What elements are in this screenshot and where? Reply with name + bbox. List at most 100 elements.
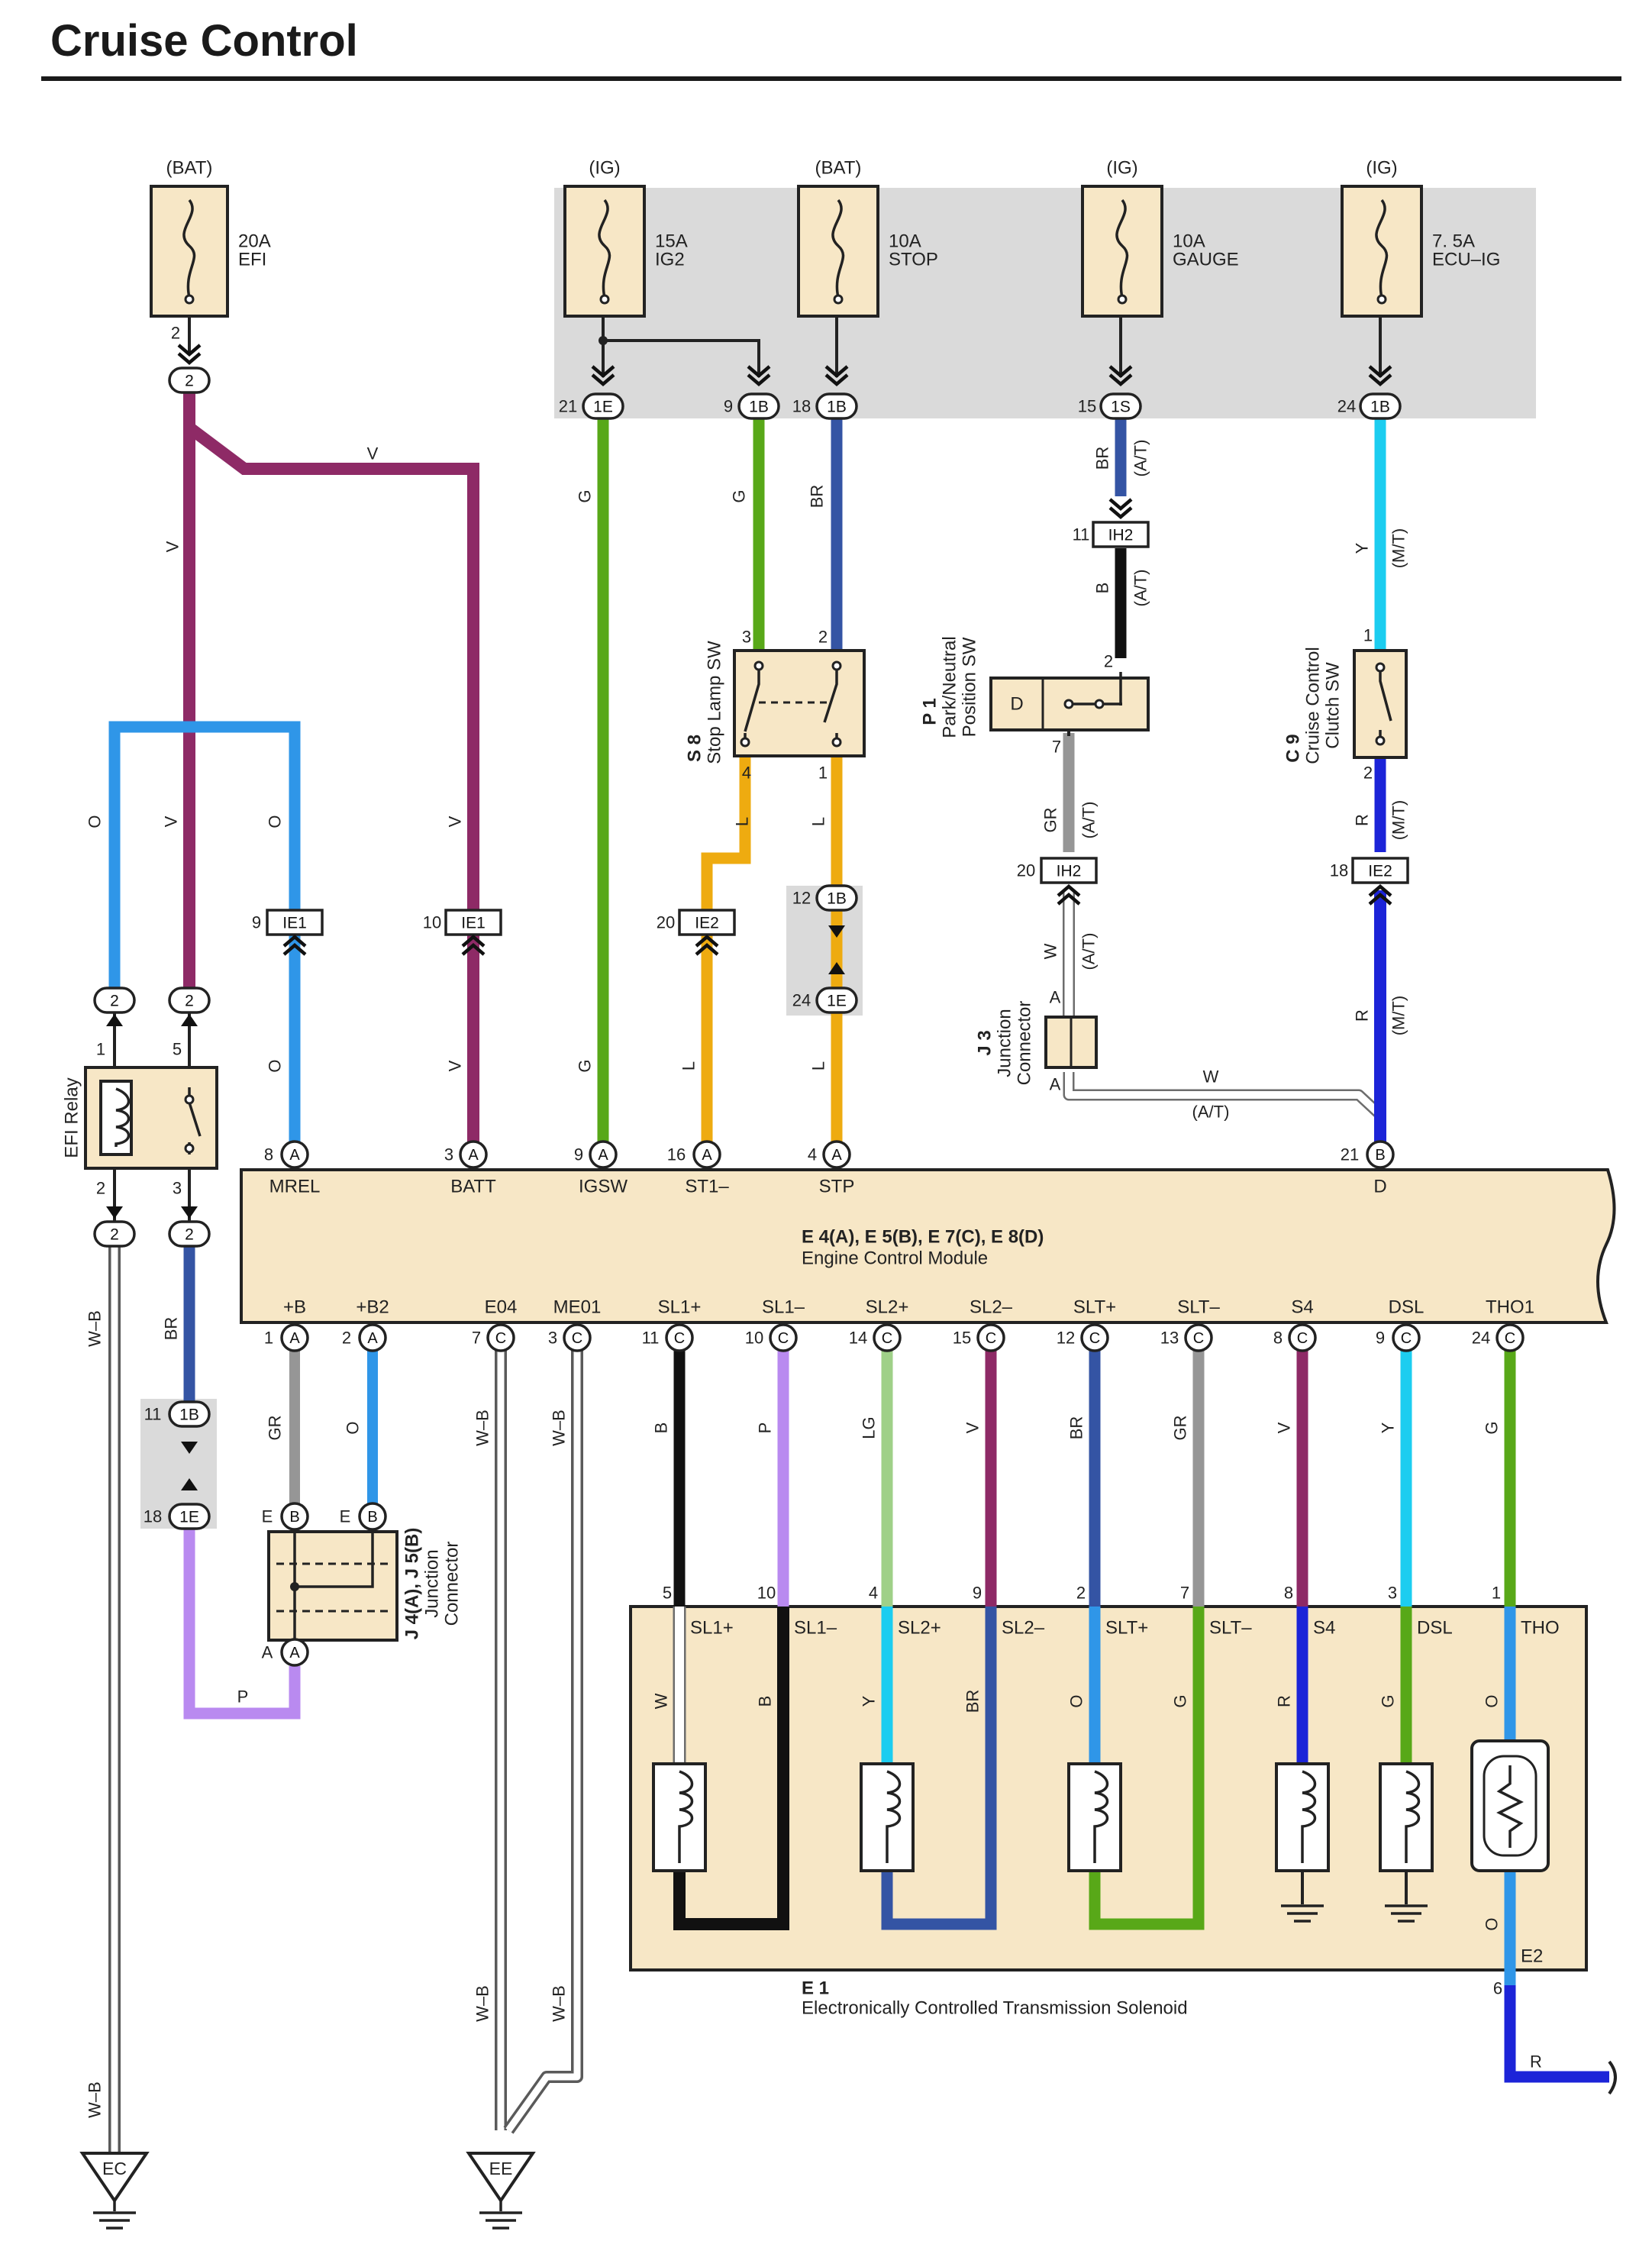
fuse-efi-amp: 20A [238,231,271,252]
fuse-gauge-amp: 10A [1173,231,1205,252]
wire-g-in: G [1171,1694,1190,1707]
fuse-chevron-2 [747,365,771,386]
c-1s-15-shape [1099,392,1142,420]
c-c-13: C [1193,1330,1204,1347]
pin-sol-8: 8 [1284,1584,1293,1603]
c-c-9: C [1401,1330,1412,1347]
pin-1b-12: 12 [792,889,811,908]
wire-br-in: BR [963,1690,982,1713]
wire-mt-2: (M/T) [1389,800,1408,841]
ground-ec: EC [102,2159,127,2178]
pin-ecu-10: 10 [745,1329,763,1348]
p1-term-a [1063,699,1074,709]
wire-wb-e04: W–B [473,1410,492,1446]
sol-pin-dsl: DSL [1417,1618,1453,1639]
c-ih2-11-shape [1092,521,1150,548]
ecu-pin-batt: BATT [450,1177,496,1197]
pin-ecu-2: 2 [342,1329,351,1348]
wire-mt-1: (M/T) [1389,528,1408,569]
e1-label-2: Electronically Controlled Transmission S… [802,1998,1188,2019]
fuse-ecuig-source: (IG) [1366,158,1397,179]
c-c-12-shape [1080,1323,1109,1352]
c-ih2-20-shape [1040,857,1098,884]
ground-ee-symbol-lines [479,2211,522,2230]
pin-ecu-24: 24 [1472,1329,1490,1348]
ecu-pin-sltp: SLT+ [1073,1297,1116,1318]
pin-1e-18: 18 [144,1507,162,1526]
c-2-r5: 2 [185,993,194,1010]
c-c-13-shape [1184,1323,1213,1352]
c-a-3: A [468,1147,479,1164]
wire-br-in [881,1607,997,1930]
wire-v-s4: V [1275,1422,1294,1433]
sol-pin-sl2m: SL2– [1002,1618,1045,1639]
fuse-ecuig-amp: 7. 5A [1432,231,1475,252]
joint-arrow-3 [181,1442,198,1454]
c-ih2-20: IH2 [1057,863,1082,880]
c-a-2: A [367,1330,378,1347]
wire-b-ih2: B [1093,583,1112,594]
pin-p1-7: 7 [1052,738,1061,757]
fuse-chevron-4 [1108,365,1133,386]
wire-w-h: W [1203,1067,1219,1087]
c-1b-9: 1B [749,399,769,416]
c-c-15-shape [976,1323,1005,1352]
c-c-10-shape [769,1323,798,1352]
wire-br-stop: BR [808,485,827,509]
c-a-4-shape [822,1140,851,1169]
sol-pin-sltm: SLT– [1209,1618,1252,1639]
s8-label-1: S 8 [685,735,705,762]
wire-o-in3: O [1483,1917,1502,1930]
relay-arrow-2 [181,1014,198,1026]
c-b-21-shape [1366,1140,1395,1169]
wire-wb-left2: W–B [86,2081,105,2118]
wire-g-s8: G [730,489,749,502]
solenoid-ground-1 [1385,1904,1428,1923]
c-1e-21-shape [582,392,624,420]
fuse-efi-terminal [184,294,195,305]
wire-g-ig2: G [576,489,595,502]
joint-arrow-1 [828,925,845,938]
fuse-ecuig-element [1375,199,1389,299]
sol-pin-e2: E2 [1521,1946,1543,1967]
pin-ecu-4: 4 [808,1145,817,1164]
pin-ie2-18: 18 [1330,861,1348,880]
j4-label-3: Connector [442,1542,463,1626]
wire-o-far: O [86,815,105,828]
c-c-11-shape [665,1323,694,1352]
wire-y-dsl: Y [1379,1422,1398,1433]
pin-ie1-10: 10 [423,913,441,932]
wire-br-gauge: BR [1093,447,1112,470]
s8-term-1 [831,660,842,671]
wire-r-in: R [1275,1695,1294,1707]
c-j-b2-shape [358,1502,387,1531]
wire-b-sl1p: B [652,1423,671,1434]
c-c-8-shape [1288,1323,1317,1352]
c-1e-18: 1E [179,1509,199,1526]
c-1s-15: 1S [1111,399,1131,416]
pin-sol-2: 2 [1076,1584,1086,1603]
c-1b-12: 1B [827,890,847,908]
ie1-chevron-a [282,935,307,956]
c-c-9-shape [1392,1323,1421,1352]
c-ie2-18: IE2 [1368,863,1392,880]
c-j-a-shape [280,1638,309,1667]
ih2-chevron-top [1108,498,1133,519]
relay-arrow-4 [181,1206,198,1219]
c-1b-11: 1B [179,1406,199,1424]
wire-g-in [1089,1607,1205,1930]
ecu-pin-stp: STP [819,1177,855,1197]
c-1b-18: 1B [827,399,847,416]
c-c-24: C [1505,1330,1515,1347]
wire-r-out: R [1530,2052,1542,2072]
s8-term-0 [753,660,764,671]
efi-relay-label: EFI Relay [62,1077,82,1158]
j4-label-1: J 4(A), J 5(B) [402,1528,423,1640]
pin-p1-2: 2 [1104,652,1113,671]
pin-ecu-14: 14 [849,1329,867,1348]
pin-efi-2: 2 [171,324,180,343]
pin-1b-11: 11 [144,1405,162,1424]
wire-o-b2: O [344,1421,363,1434]
fuse-stop-amp: 10A [889,231,921,252]
pin-ecu-3c: 3 [548,1329,557,1348]
